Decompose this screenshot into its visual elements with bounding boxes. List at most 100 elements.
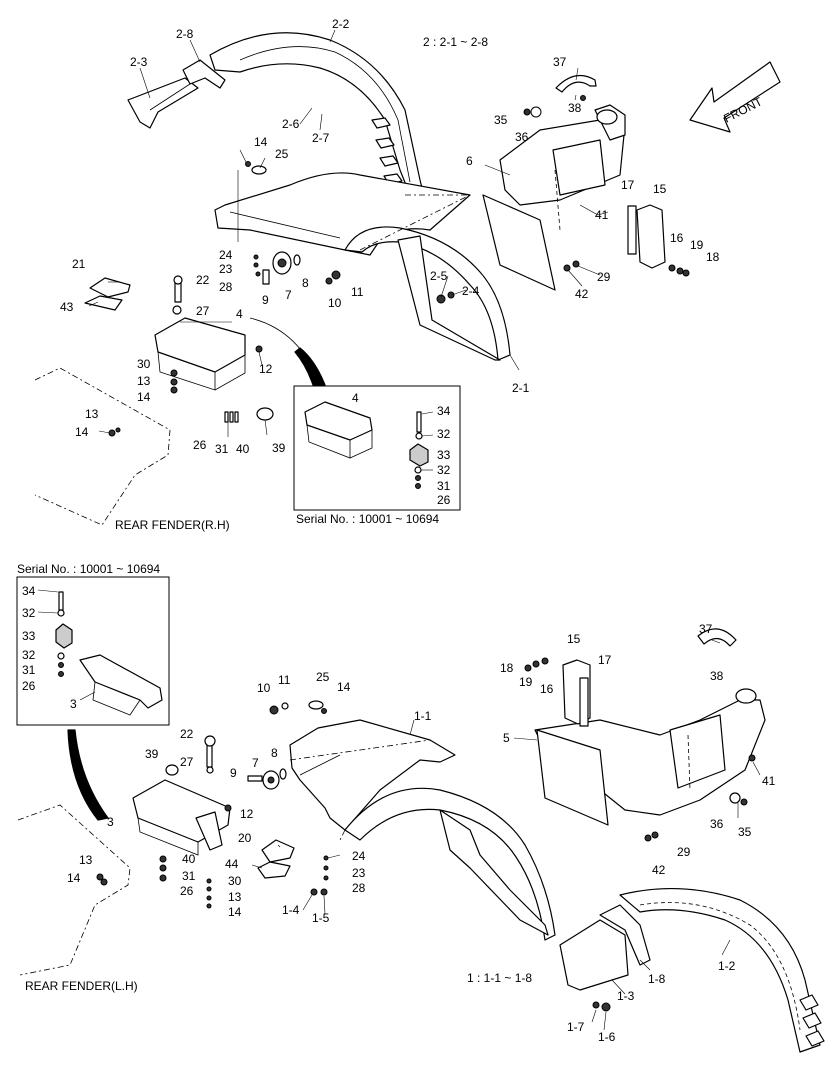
part-20-hinge <box>261 839 295 863</box>
callout-44: 44 <box>225 857 239 871</box>
callout-37: 37 <box>553 55 567 69</box>
callout-6: 6 <box>466 154 473 168</box>
callout-28: 28 <box>219 280 233 294</box>
callout-32c: 32 <box>22 606 36 620</box>
part-37-handle <box>555 74 597 93</box>
callout-22: 22 <box>196 273 210 287</box>
callout-17b: 17 <box>598 653 612 667</box>
callout-38: 38 <box>568 101 582 115</box>
callout-19: 19 <box>690 238 704 252</box>
part-17-lower <box>579 677 589 727</box>
callout-9: 9 <box>262 293 269 307</box>
callout-38b: 38 <box>710 669 724 683</box>
callout-2-6: 2-6 <box>282 117 300 131</box>
callout-13b: 13 <box>85 407 99 421</box>
callout-1-3: 1-3 <box>617 989 635 1003</box>
callout-26c: 26 <box>22 679 36 693</box>
callout-23b: 23 <box>352 866 366 880</box>
rear-fender-lh-caption: REAR FENDER(L.H) <box>25 979 138 993</box>
callout-36b: 36 <box>710 817 724 831</box>
callout-43: 43 <box>60 300 74 314</box>
callout-34b: 34 <box>22 584 36 598</box>
callout-14b: 14 <box>137 390 151 404</box>
callout-41: 41 <box>595 208 609 222</box>
callout-31b: 31 <box>437 479 451 493</box>
callout-3: 3 <box>107 815 114 829</box>
callout-24: 24 <box>219 248 233 262</box>
serial-detail-lh <box>16 576 170 726</box>
callout-30: 30 <box>137 357 151 371</box>
front-arrow <box>689 61 781 133</box>
serial-caption-rh: Serial No. : 10001 ~ 10694 <box>296 512 439 526</box>
callout-34: 34 <box>437 404 451 418</box>
callout-2-5: 2-5 <box>430 269 448 283</box>
part-15 <box>636 204 666 269</box>
part-4-bracket <box>154 317 246 373</box>
callout-10: 10 <box>328 296 342 310</box>
callout-7b: 7 <box>252 756 259 770</box>
callout-4-detail: 4 <box>352 391 359 405</box>
callout-31d: 31 <box>182 869 196 883</box>
lower-assembly-lh <box>17 628 825 1053</box>
callout-32b: 32 <box>437 463 451 477</box>
part-1-1-fender-body <box>289 719 456 831</box>
part-21-hinge <box>89 277 131 298</box>
callout-11: 11 <box>351 285 364 299</box>
part-1-2-fender-rear <box>619 887 821 1053</box>
callout-20: 20 <box>238 831 252 845</box>
callout-13d: 13 <box>228 890 242 904</box>
callout-40b: 40 <box>182 852 196 866</box>
callout-26: 26 <box>193 438 207 452</box>
callout-10b: 10 <box>257 681 271 695</box>
callout-35b: 35 <box>738 825 752 839</box>
callout-8b: 8 <box>271 746 278 760</box>
callout-22b: 22 <box>180 727 194 741</box>
callout-42b: 42 <box>652 863 666 877</box>
serial-detail-rh <box>293 385 461 511</box>
callout-2-2: 2-2 <box>332 17 350 31</box>
callout-37b: 37 <box>699 622 713 636</box>
callout-3-detail: 3 <box>70 697 77 711</box>
callout-13: 13 <box>137 374 151 388</box>
callout-32: 32 <box>437 427 451 441</box>
callout-labels: 2 : 2-1 ~ 2-8 FRONT 2-8 2-2 2-3 2-6 2-7 … <box>17 17 776 1044</box>
callout-27: 27 <box>196 304 210 318</box>
callout-14: 14 <box>254 135 268 149</box>
callout-30b: 30 <box>228 874 242 888</box>
callout-29b: 29 <box>677 845 691 859</box>
part-1-8-bracket <box>599 904 651 966</box>
callout-36: 36 <box>515 130 529 144</box>
callout-2-3: 2-3 <box>130 55 148 69</box>
callout-40: 40 <box>236 442 250 456</box>
callout-26d: 26 <box>180 884 194 898</box>
callout-31c: 31 <box>22 663 36 677</box>
callout-33: 33 <box>437 448 451 462</box>
callout-21: 21 <box>72 257 86 271</box>
callout-32d: 32 <box>22 648 36 662</box>
callout-12: 12 <box>259 362 273 376</box>
callout-26b: 26 <box>437 493 451 507</box>
callout-4: 4 <box>236 307 243 321</box>
callout-28b: 28 <box>352 881 366 895</box>
callout-14f: 14 <box>228 905 242 919</box>
callout-39: 39 <box>272 441 286 455</box>
callout-24b: 24 <box>352 849 366 863</box>
callout-1-4: 1-4 <box>282 903 300 917</box>
callout-1-6: 1-6 <box>598 1030 616 1044</box>
callout-31: 31 <box>215 442 229 456</box>
serial-caption-lh: Serial No. : 10001 ~ 10694 <box>17 562 160 576</box>
callout-23: 23 <box>219 262 233 276</box>
callout-41b: 41 <box>762 774 776 788</box>
callout-39b: 39 <box>145 747 159 761</box>
callout-7: 7 <box>285 288 292 302</box>
callout-17: 17 <box>621 178 635 192</box>
callout-1-5: 1-5 <box>312 911 330 925</box>
callout-27b: 27 <box>180 755 194 769</box>
callout-15: 15 <box>653 182 667 196</box>
callout-2-7: 2-7 <box>312 131 330 145</box>
callout-29: 29 <box>597 270 611 284</box>
callout-1-1: 1-1 <box>414 709 432 723</box>
callout-18b: 18 <box>500 661 514 675</box>
callout-25b: 25 <box>316 670 330 684</box>
